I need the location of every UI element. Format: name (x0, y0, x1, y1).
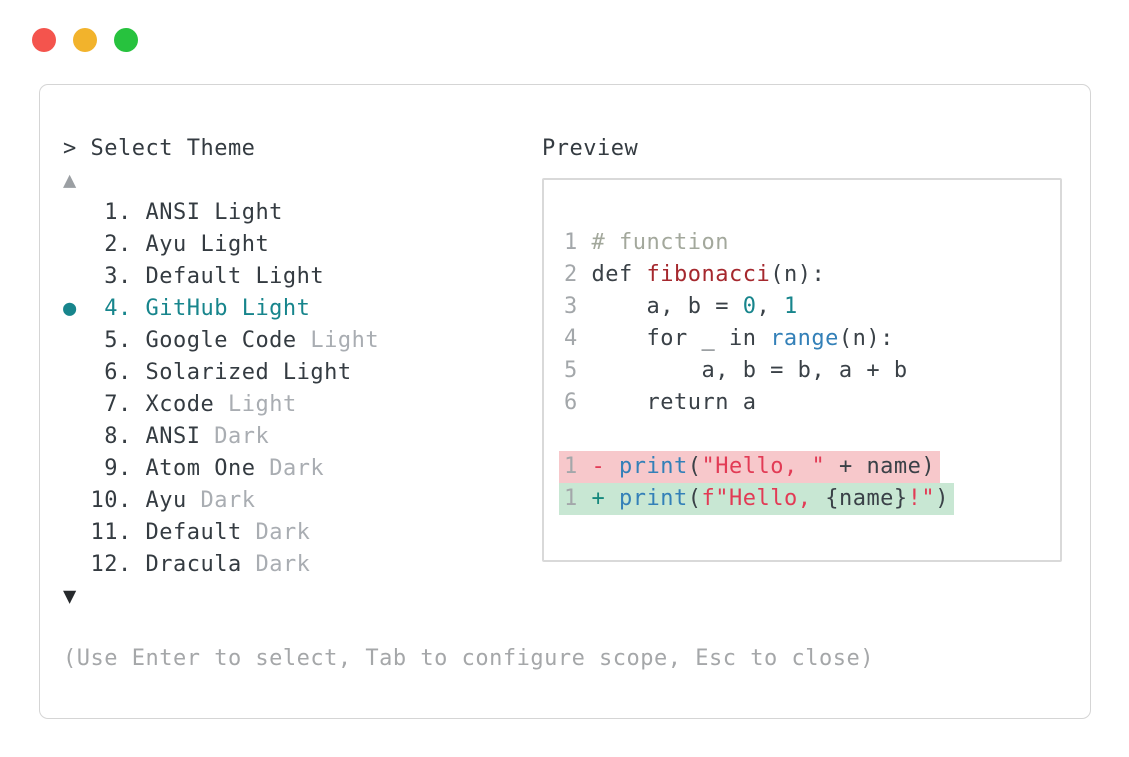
theme-list-item[interactable]: 1. ANSI Light (63, 197, 379, 229)
preview-title: Preview (542, 136, 639, 161)
theme-name: 10. Ayu (90, 488, 187, 513)
theme-name: 11. Default (90, 520, 242, 545)
theme-list-item[interactable]: 12. Dracula Dark (63, 549, 379, 581)
theme-name: 9. Atom One (90, 456, 256, 481)
theme-variant-label: Light (214, 392, 297, 417)
theme-list-item[interactable]: 8. ANSI Dark (63, 421, 379, 453)
preview-pane: 1 # function 2 def fibonacci(n): 3 a, b = … (542, 178, 1062, 562)
zoom-icon[interactable] (114, 28, 138, 52)
code-line: 6 return a (564, 390, 757, 415)
theme-list-item[interactable]: 2. Ayu Light (63, 229, 379, 261)
theme-list-item[interactable]: ● 4. GitHub Light (63, 296, 311, 321)
theme-name: 12. Dracula (90, 552, 242, 577)
theme-list-item[interactable]: 10. Ayu Dark (63, 485, 379, 517)
theme-name: 6. Solarized Light (90, 360, 352, 385)
theme-variant-label: Dark (200, 424, 270, 449)
theme-variant-label: Dark (241, 520, 311, 545)
theme-list-item[interactable]: 11. Default Dark (63, 517, 379, 549)
code-line: 2 def fibonacci(n): (564, 262, 826, 287)
theme-name: 7. Xcode (90, 392, 215, 417)
diff-line-removed: 1 - print("Hello, " + name) (559, 451, 1052, 483)
theme-variant-label: Light (296, 328, 380, 353)
theme-variant-label: Dark (241, 552, 311, 577)
theme-list-item[interactable]: 5. Google Code Light (63, 325, 379, 357)
theme-list-item[interactable]: 7. Xcode Light (63, 389, 379, 421)
close-icon[interactable] (32, 28, 56, 52)
code-line: 3 a, b = 0, 1 (564, 294, 798, 319)
code-line: 1 # function (564, 230, 729, 255)
theme-name: 8. ANSI (90, 424, 201, 449)
theme-list-item[interactable]: 6. Solarized Light (63, 357, 379, 389)
theme-picker-dialog: > Select Theme ▲ 1. ANSI Light 2. Ayu Li… (39, 84, 1091, 719)
theme-name: 2. Ayu Light (90, 232, 270, 257)
code-line: 4 for _ in range(n): (564, 326, 894, 351)
diff-line-added: 1 + print(f"Hello, {name}!") (559, 483, 1052, 515)
scroll-up-icon[interactable]: ▲ (63, 168, 77, 193)
theme-variant-label: Dark (255, 456, 325, 481)
theme-name: 4. GitHub Light (90, 296, 311, 321)
blank-line (564, 419, 1052, 451)
theme-list-item[interactable]: 3. Default Light (63, 261, 379, 293)
minimize-icon[interactable] (73, 28, 97, 52)
theme-name: 3. Default Light (90, 264, 325, 289)
theme-name: 5. Google Code (90, 328, 297, 353)
code-sample: 1 # function 2 def fibonacci(n): 3 a, b = … (559, 227, 1052, 515)
theme-list-panel: > Select Theme ▲ 1. ANSI Light 2. Ayu Li… (63, 133, 379, 613)
theme-variant-label: Dark (186, 488, 256, 513)
select-theme-prompt: > Select Theme (63, 136, 256, 161)
keyboard-hint: (Use Enter to select, Tab to configure s… (63, 646, 874, 671)
scroll-down-icon[interactable]: ▼ (63, 584, 77, 609)
code-line: 5 a, b = b, a + b (564, 358, 908, 383)
window-controls (32, 28, 138, 52)
theme-name: 1. ANSI Light (90, 200, 283, 225)
theme-list-item[interactable]: 9. Atom One Dark (63, 453, 379, 485)
theme-list: 1. ANSI Light 2. Ayu Light 3. Default Li… (63, 197, 379, 581)
